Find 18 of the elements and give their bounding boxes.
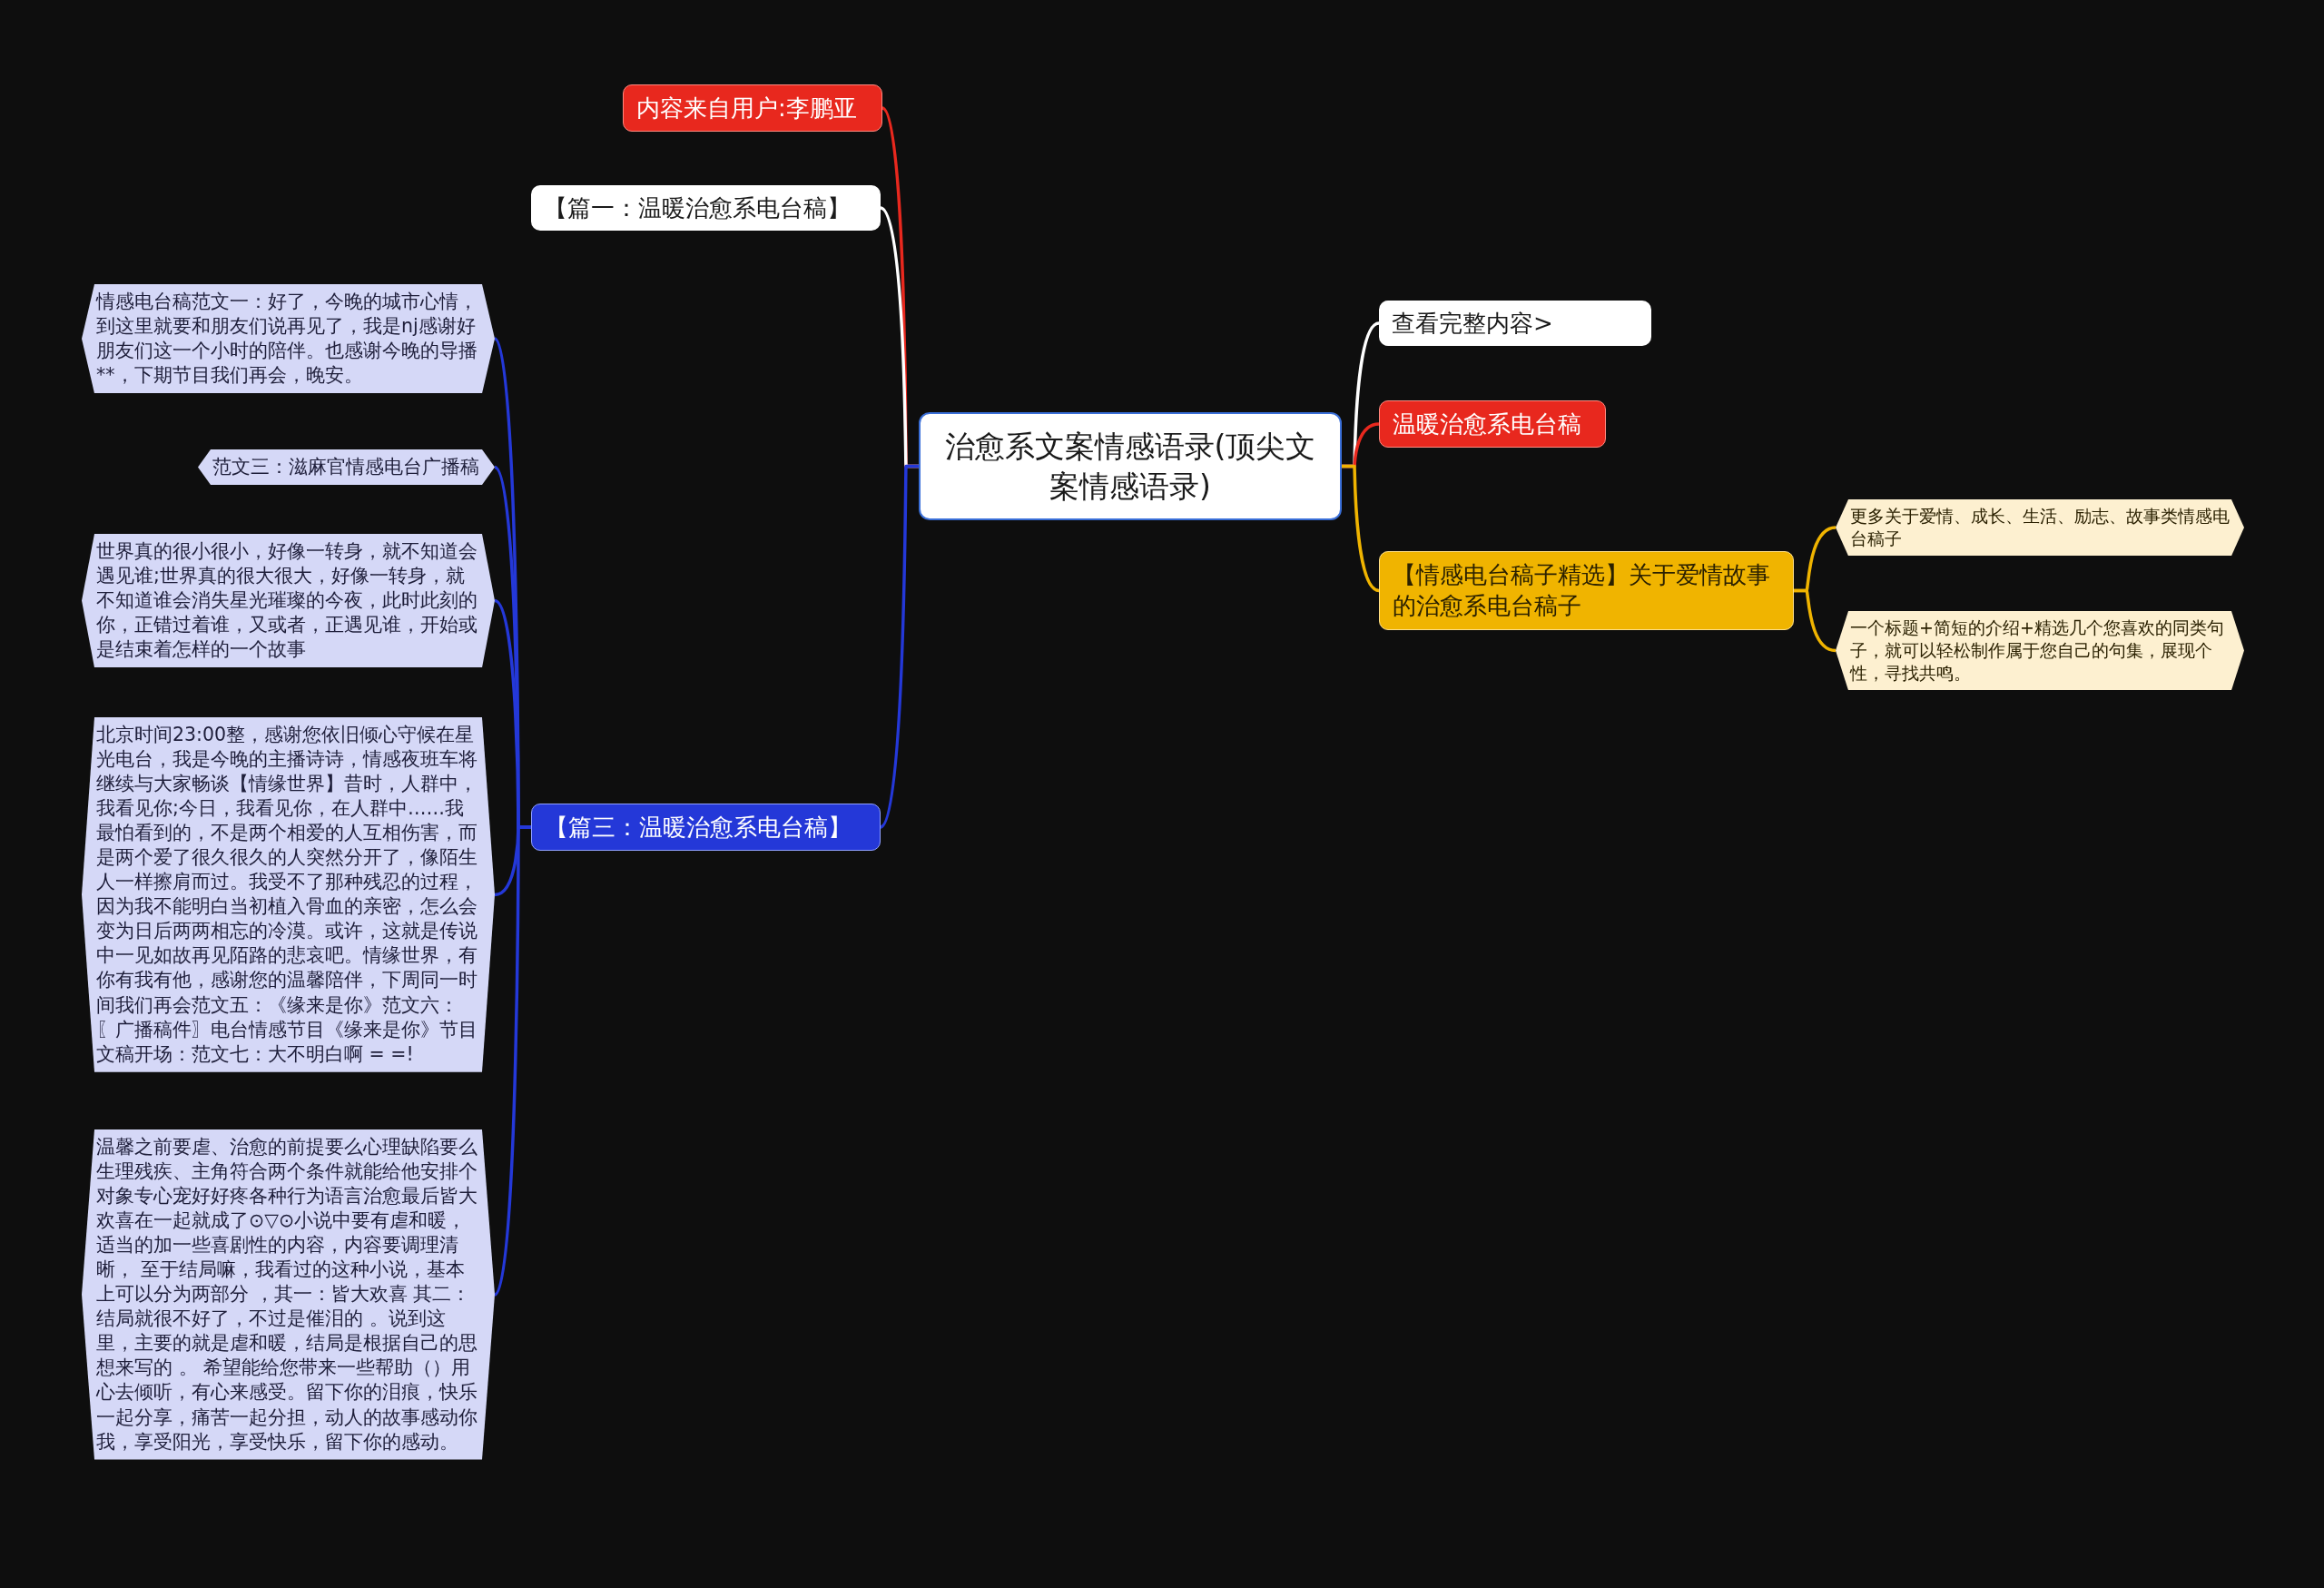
topic-box: 内容来自用户:李鹏亚	[623, 84, 882, 133]
connector-line	[879, 464, 919, 829]
topic-box: 【情感电台稿子精选】关于爱情故事的治愈系电台稿子	[1379, 551, 1794, 630]
topic-box: 更多关于爱情、成长、生活、励志、故事类情感电台稿子	[1836, 499, 2244, 557]
connector-line	[1794, 588, 1837, 653]
topic-box: 【篇一：温暖治愈系电台稿】	[531, 185, 881, 232]
connector-line	[1342, 464, 1380, 593]
topic-box: 查看完整内容>	[1379, 301, 1651, 347]
topic-box: 情感电台稿范文一：好了，今晚的城市心情，到这里就要和朋友们说再见了，我是nj感谢好朋友们这一个小时的陪伴。也感谢今晚的导播**，下期节目我们再会，晚安。	[82, 284, 495, 394]
connector-line	[493, 825, 531, 1296]
topic-box: 温馨之前要虐、治愈的前提要么心理缺陷要么生理残疾、主角符合两个条件就能给他安排个对象专心宠好好疼各种行为语言治愈最后皆大欢喜在一起就成了⊙▽⊙小说中要有虐和暖，适当的加一些喜剧性的内容，内容要调理清晰， 至于结局嘛，我看过的这种小说，基本上可以分为两部分 ，其一：皆大欢喜 其二：结局就很不好了，不过是催泪的 。说到这里，主要的就是虐和暖，结局是根据自己的思想来写的 。 希望能给您带来一些帮助（）用心去倾听，有心来感受。留下你的泪痕，快乐一起分享，痛苦一起分担，动人的故事感动你我，享受阳光，享受快乐，留下你的感动。	[82, 1129, 495, 1460]
topic-box: 世界真的很小很小，好像一转身，就不知道会遇见谁;世界真的很大很大，好像一转身，就不知道谁会消失星光璀璨的今夜，此时此刻的你，正错过着谁，又或者，正遇见谁，开始或是结束着怎样的一个故事	[82, 534, 495, 668]
topic-box: 一个标题+简短的介绍+精选几个您喜欢的同类句子，就可以轻松制作属于您自己的句集，展现个性，寻找共鸣。	[1836, 611, 2244, 691]
topic-box: 北京时间23:00整，感谢您依旧倾心守候在星光电台，我是今晚的主播诗诗，情感夜班车将继续与大家畅谈【情缘世界】昔时，人群中，我看见你;今日，我看见你，在人群中……我最怕看到的，不是两个相爱的人互相伤害，而是两个爱了很久很久的人突然分开了，像陌生人一样擦肩而过。我受不了那种残忍的过程，因为我不能明白当初植入骨血的亲密，怎么会变为日后两两相忘的冷漠。或许，这就是传说中一见如故再见陌路的悲哀吧。情缘世界，有你有我有他，感谢您的温馨陪伴，下周同一时间我们再会范文五：《缘来是你》范文六：〖广播稿件〗电台情感节目《缘来是你》节目文稿开场：范文七：大不明白啊 = =!	[82, 717, 495, 1072]
topic-box: 范文三：滋麻官情感电台广播稿	[198, 449, 495, 486]
topic-box: 【篇三：温暖治愈系电台稿】	[531, 804, 881, 852]
topic-box: 温暖治愈系电台稿	[1379, 400, 1606, 449]
central-topic: 治愈系文案情感语录(顶尖文案情感语录)	[919, 412, 1342, 521]
